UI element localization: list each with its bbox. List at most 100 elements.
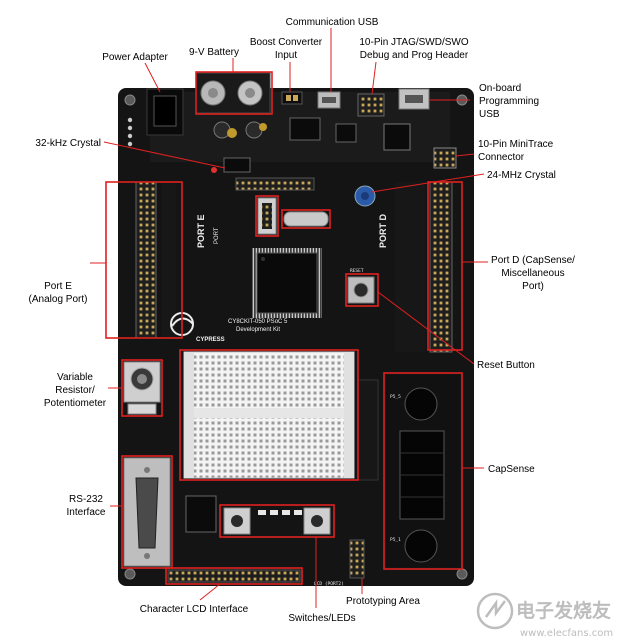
- prog-chip: [383, 123, 411, 151]
- mount-hole: [124, 568, 136, 580]
- label-pot-2: Resistor/: [55, 385, 95, 396]
- capacitor: [213, 121, 231, 139]
- capacitor-tantalum: [259, 123, 267, 131]
- proto-pad-column: [357, 379, 379, 481]
- usb-chip: [335, 123, 357, 143]
- watermark-url: www.elecfans.com: [520, 628, 613, 639]
- port-d-highlight: [427, 181, 463, 351]
- cap-p5-silk: P5_5: [390, 394, 401, 400]
- label-onboard-usb-1: On-board: [479, 83, 521, 94]
- jtag-header: [357, 93, 385, 117]
- label-rs232-1: RS-232: [69, 494, 103, 505]
- label-port-e-1: Port E: [44, 281, 72, 292]
- label-port-d-3: Port): [522, 281, 544, 292]
- label-port-e-2: (Analog Port): [29, 294, 88, 305]
- label-minitrace-1: 10-Pin MiniTrace: [478, 139, 554, 150]
- reset-leader: [377, 291, 475, 365]
- power-jack-socket: [153, 95, 177, 127]
- label-capsense: CapSense: [488, 464, 535, 475]
- label-rs232-2: Interface: [67, 507, 106, 518]
- mount-hole: [456, 568, 468, 580]
- lcd-silk: LCD (PORT2): [314, 581, 344, 587]
- label-onboard-usb-2: Programming: [479, 96, 539, 107]
- port-silk: PORT: [214, 227, 220, 244]
- dev-board: PORT E PORT D PORT CY8CKIT-050 PSoC 5 De…: [118, 72, 474, 587]
- label-communication-usb: Communication USB: [286, 17, 379, 28]
- rs232-db9-socket: [135, 477, 159, 549]
- proto-small-header: [349, 539, 365, 579]
- port-d-silk: PORT D: [378, 213, 388, 248]
- brand-silk: CYPRESS: [196, 337, 225, 343]
- label-switches: Switches/LEDs: [288, 613, 355, 624]
- label-reset-button: Reset Button: [477, 360, 535, 371]
- label-crystal-24m: 24-MHz Crystal: [487, 170, 556, 181]
- watermark-title: 电子发烧友: [516, 599, 611, 622]
- port-d-silkscreen-column: [395, 182, 425, 352]
- reset-button-cap: [353, 282, 369, 298]
- lcd-header: [167, 569, 301, 583]
- led-row: [258, 510, 302, 515]
- power-adapter-leader: [144, 62, 161, 93]
- label-port-d-1: Port D (CapSense/: [491, 255, 575, 266]
- label-minitrace-2: Connector: [478, 152, 525, 163]
- reset-silk: RESET: [350, 268, 364, 274]
- label-pot-3: Potentiometer: [44, 398, 107, 409]
- leader-lines: [90, 28, 488, 608]
- label-lcd: Character LCD Interface: [140, 604, 249, 615]
- port-e-silkscreen-column: [162, 182, 176, 338]
- watermark: 电子发烧友 www.elecfans.com: [476, 592, 613, 639]
- port-e-silk: PORT E: [196, 214, 206, 248]
- jtag-leader: [371, 61, 377, 95]
- capsense-highlight: [383, 372, 463, 570]
- label-power-adapter: Power Adapter: [102, 52, 168, 63]
- label-boost-converter-2: Input: [275, 50, 297, 61]
- label-battery: 9-V Battery: [189, 47, 239, 58]
- switches-highlight: [219, 504, 335, 538]
- capacitor-tantalum: [227, 128, 237, 138]
- led-column: [127, 117, 133, 147]
- chip-silk-line1: CY8CKIT-050 PSoC 5: [228, 319, 288, 325]
- rs232-transceiver-chip: [185, 495, 217, 533]
- port-e-highlight: [105, 181, 183, 339]
- watermark-logo-icon: [476, 592, 514, 630]
- callout-labels: Communication USB Boost Converter Input …: [29, 17, 576, 624]
- capsense-button-pad: [404, 387, 438, 421]
- label-jtag-2: Debug and Prog Header: [360, 50, 469, 61]
- label-boost-converter-1: Boost Converter: [250, 37, 323, 48]
- jumper-highlight: [255, 195, 279, 237]
- red-led: [211, 167, 217, 173]
- label-pot-1: Variable: [57, 372, 93, 383]
- minitrace-leader: [455, 153, 475, 157]
- lcd-highlight: [165, 567, 303, 585]
- breadboard-divider: [184, 408, 354, 418]
- crystal-32k-leader: [103, 141, 226, 169]
- clock-crystal: [283, 211, 329, 227]
- crystal-24m-leader: [371, 173, 485, 193]
- proto-highlight: [179, 349, 359, 481]
- chip-silk-line2: Development Kit: [236, 327, 280, 333]
- battery-highlight: [195, 71, 273, 115]
- regulator-chip: [289, 117, 321, 141]
- mount-hole: [124, 94, 136, 106]
- crystal-32khz: [223, 157, 251, 173]
- port-d-header: [429, 181, 453, 353]
- clock-crystal-highlight: [281, 209, 331, 229]
- port-e-header: [135, 181, 157, 339]
- capacitor: [245, 121, 263, 139]
- minitrace-header: [433, 147, 457, 169]
- label-port-d-2: Miscellaneous: [501, 268, 564, 279]
- reset-highlight: [345, 273, 379, 307]
- lcd-leader: [199, 583, 221, 601]
- debug-header-row: [235, 177, 315, 191]
- capsense-button-pad: [404, 529, 438, 563]
- label-prototyping: Prototyping Area: [346, 596, 420, 607]
- psoc-chip: [256, 252, 318, 314]
- boost-input-connector: [281, 91, 303, 105]
- capsense-pad-area: [386, 375, 460, 567]
- label-onboard-usb-3: USB: [479, 109, 500, 120]
- rs232-highlight: [121, 455, 173, 569]
- cap-p1-silk: P5_1: [390, 537, 401, 543]
- label-jtag-1: 10-Pin JTAG/SWD/SWO: [359, 37, 468, 48]
- label-crystal-32k: 32-kHz Crystal: [35, 138, 101, 149]
